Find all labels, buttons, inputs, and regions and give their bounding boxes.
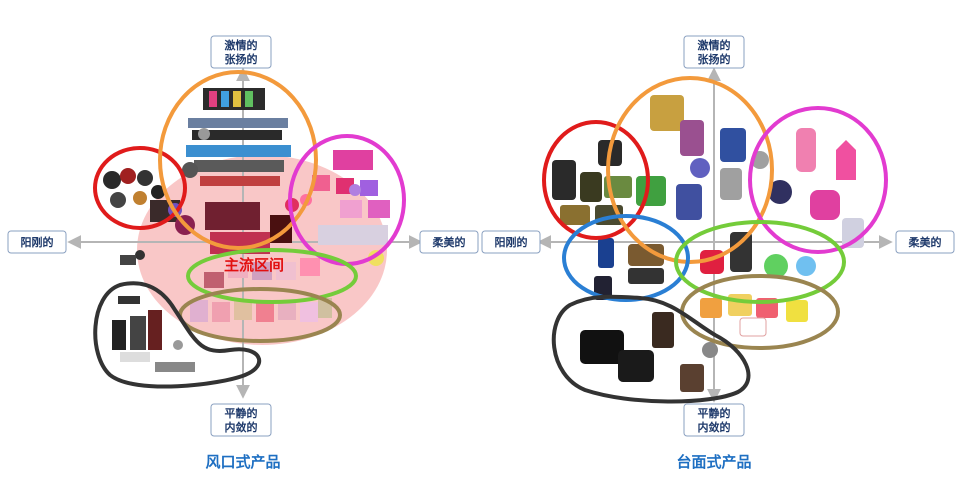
right-top-label-line2: 张扬的 bbox=[698, 52, 731, 66]
left-bottom-label: 平静的 内敛的 bbox=[210, 403, 272, 437]
right-top-label-line1: 激情的 bbox=[698, 38, 731, 52]
right-orange-cluster bbox=[606, 76, 774, 264]
left-black-cluster bbox=[93, 281, 261, 389]
right-bottom-label-line1: 平静的 bbox=[698, 406, 731, 420]
left-top-label-line2: 张扬的 bbox=[225, 52, 258, 66]
product-thumbnails-right bbox=[552, 95, 864, 392]
right-right-label: 柔美的 bbox=[895, 230, 955, 254]
left-green-cluster bbox=[186, 248, 358, 304]
left-left-label-text: 阳刚的 bbox=[21, 235, 54, 249]
mainstream-zone-label: 主流区间 bbox=[224, 256, 284, 274]
left-red-cluster bbox=[93, 146, 187, 230]
right-right-label-text: 柔美的 bbox=[908, 235, 942, 249]
right-black-cluster bbox=[551, 294, 751, 404]
left-top-label-line1: 激情的 bbox=[225, 38, 258, 52]
right-chart: 激情的 张扬的 平静的 内敛的 阳刚的 柔美的 台面式产品 bbox=[481, 35, 955, 471]
product-thumbnails-left bbox=[103, 88, 390, 372]
right-caption: 台面式产品 bbox=[676, 453, 751, 471]
right-magenta-cluster bbox=[748, 106, 888, 254]
left-chart: 主流区间 激情的 张扬的 平静的 内敛的 阳刚的 柔美的 风口式产品 bbox=[7, 35, 479, 471]
left-caption: 风口式产品 bbox=[205, 453, 280, 471]
left-bottom-label-line2: 内敛的 bbox=[225, 420, 258, 434]
right-green-cluster bbox=[674, 220, 846, 304]
right-bottom-label: 平静的 内敛的 bbox=[683, 403, 745, 437]
right-red-cluster bbox=[542, 120, 650, 240]
left-orange-cluster bbox=[158, 70, 318, 250]
left-right-label: 柔美的 bbox=[419, 230, 479, 254]
right-top-label: 激情的 张扬的 bbox=[683, 35, 745, 69]
left-bottom-label-line1: 平静的 bbox=[225, 406, 258, 420]
left-left-label: 阳刚的 bbox=[7, 230, 67, 254]
right-blue-cluster bbox=[562, 214, 690, 302]
right-left-label-text: 阳刚的 bbox=[495, 235, 528, 249]
left-top-label: 激情的 张扬的 bbox=[210, 35, 272, 69]
left-right-label-text: 柔美的 bbox=[432, 235, 466, 249]
right-bottom-label-line2: 内敛的 bbox=[698, 420, 731, 434]
right-left-label: 阳刚的 bbox=[481, 230, 541, 254]
